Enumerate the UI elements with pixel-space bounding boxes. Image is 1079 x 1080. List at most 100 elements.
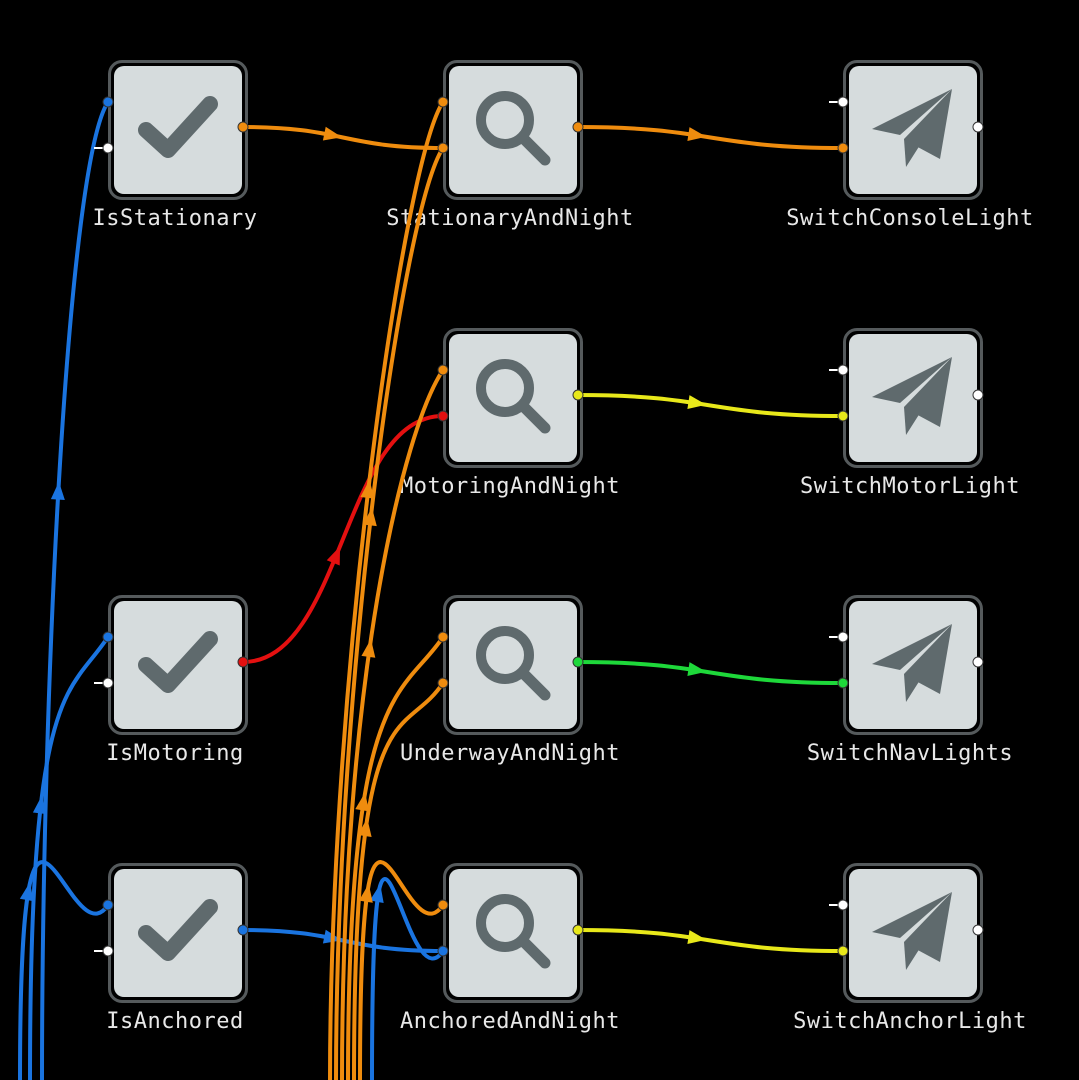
edge-external-2-to-ismotoring[interactable] bbox=[28, 635, 110, 1080]
output-port[interactable] bbox=[572, 389, 584, 401]
node-switchnavlights[interactable] bbox=[843, 595, 983, 735]
edge-external-4-to-anchoredandnight[interactable] bbox=[370, 877, 445, 1080]
edge-arrow-icon bbox=[32, 795, 47, 815]
edge-external-7-to-motoringandnight[interactable] bbox=[340, 368, 445, 1080]
input-port[interactable] bbox=[437, 364, 449, 376]
input-port[interactable] bbox=[837, 142, 849, 154]
edge-external-6-to-stationaryandnight[interactable] bbox=[334, 146, 445, 1080]
paper-plane-icon bbox=[868, 351, 958, 445]
output-port[interactable] bbox=[972, 389, 984, 401]
edge-arrow-icon bbox=[357, 818, 372, 837]
node-face bbox=[449, 66, 577, 194]
input-port[interactable] bbox=[837, 410, 849, 422]
node-face bbox=[114, 869, 242, 997]
edge-arrow-icon bbox=[362, 507, 377, 527]
output-port[interactable] bbox=[237, 656, 249, 668]
output-port[interactable] bbox=[972, 121, 984, 133]
input-port[interactable] bbox=[102, 142, 114, 154]
paper-plane-icon bbox=[868, 83, 958, 177]
input-port[interactable] bbox=[837, 631, 849, 643]
input-port[interactable] bbox=[437, 677, 449, 689]
input-port[interactable] bbox=[837, 364, 849, 376]
input-port[interactable] bbox=[837, 945, 849, 957]
checkmark-icon bbox=[138, 623, 218, 707]
input-port[interactable] bbox=[102, 945, 114, 957]
node-switchconsolelight[interactable] bbox=[843, 60, 983, 200]
edge-arrow-icon bbox=[687, 395, 707, 409]
edge-arrow-icon bbox=[687, 930, 707, 944]
edge-isstationary-to-stationaryandnight[interactable] bbox=[242, 125, 444, 150]
edge-arrow-icon bbox=[687, 662, 707, 676]
edge-arrow-icon bbox=[326, 546, 341, 566]
edge-external-5-to-stationaryandnight[interactable] bbox=[328, 100, 445, 1080]
node-face bbox=[449, 601, 577, 729]
checkmark-icon bbox=[138, 88, 218, 172]
checkmark-icon bbox=[138, 891, 218, 975]
node-isstationary[interactable] bbox=[108, 60, 248, 200]
output-port[interactable] bbox=[572, 656, 584, 668]
node-label: SwitchMotorLight bbox=[800, 474, 1020, 499]
output-port[interactable] bbox=[572, 924, 584, 936]
node-label: IsMotoring bbox=[106, 741, 244, 766]
node-label: SwitchNavLights bbox=[806, 741, 1014, 766]
output-port[interactable] bbox=[972, 924, 984, 936]
edge-motoringandnight-to-switchmotorlight[interactable] bbox=[577, 393, 844, 418]
edge-arrow-icon bbox=[358, 883, 373, 903]
input-port[interactable] bbox=[102, 631, 114, 643]
node-face bbox=[849, 869, 977, 997]
node-switchmotorlight[interactable] bbox=[843, 328, 983, 468]
edge-external-1-to-isstationary[interactable] bbox=[40, 100, 110, 1080]
node-face bbox=[114, 601, 242, 729]
edge-arrow-icon bbox=[360, 479, 375, 499]
input-port[interactable] bbox=[837, 96, 849, 108]
input-port[interactable] bbox=[437, 410, 449, 422]
node-label: MotoringAndNight bbox=[400, 474, 620, 499]
node-label: SwitchConsoleLight bbox=[786, 206, 1034, 231]
input-port[interactable] bbox=[102, 899, 114, 911]
output-port[interactable] bbox=[572, 121, 584, 133]
input-port[interactable] bbox=[437, 631, 449, 643]
search-icon bbox=[471, 889, 555, 977]
node-label: AnchoredAndNight bbox=[400, 1009, 620, 1034]
node-underwayandnight[interactable] bbox=[443, 595, 583, 735]
search-icon bbox=[471, 354, 555, 442]
edge-arrow-icon bbox=[355, 792, 370, 812]
input-port[interactable] bbox=[837, 677, 849, 689]
node-stationaryandnight[interactable] bbox=[443, 60, 583, 200]
input-port[interactable] bbox=[437, 945, 449, 957]
input-port[interactable] bbox=[437, 899, 449, 911]
edge-ismotoring-to-motoringandnight[interactable] bbox=[242, 414, 444, 664]
search-icon bbox=[471, 86, 555, 174]
node-label: UnderwayAndNight bbox=[400, 741, 620, 766]
edge-stationaryandnight-to-switchconsolelight[interactable] bbox=[577, 125, 844, 150]
edge-arrow-icon bbox=[322, 126, 342, 141]
node-label: StationaryAndNight bbox=[386, 206, 634, 231]
edge-arrow-icon bbox=[361, 638, 376, 658]
node-anchoredandnight[interactable] bbox=[443, 863, 583, 1003]
edge-external-3-to-isanchored[interactable] bbox=[18, 860, 110, 1080]
input-port[interactable] bbox=[437, 142, 449, 154]
node-face bbox=[849, 66, 977, 194]
search-icon bbox=[471, 621, 555, 709]
output-port[interactable] bbox=[237, 121, 249, 133]
paper-plane-icon bbox=[868, 618, 958, 712]
edge-external-9-to-underwayandnight[interactable] bbox=[352, 681, 445, 1080]
node-face bbox=[849, 601, 977, 729]
node-face bbox=[449, 334, 577, 462]
node-label: SwitchAnchorLight bbox=[793, 1009, 1027, 1034]
node-label: IsStationary bbox=[92, 206, 258, 231]
edge-arrow-icon bbox=[50, 481, 65, 500]
input-port[interactable] bbox=[102, 677, 114, 689]
node-ismotoring[interactable] bbox=[108, 595, 248, 735]
output-port[interactable] bbox=[237, 924, 249, 936]
edge-external-8-to-underwayandnight[interactable] bbox=[346, 635, 445, 1080]
input-port[interactable] bbox=[102, 96, 114, 108]
node-label: IsAnchored bbox=[106, 1009, 244, 1034]
input-port[interactable] bbox=[437, 96, 449, 108]
edge-underwayandnight-to-switchnavlights[interactable] bbox=[577, 660, 844, 685]
output-port[interactable] bbox=[972, 656, 984, 668]
edge-external-10-to-anchoredandnight[interactable] bbox=[358, 860, 445, 1080]
input-port[interactable] bbox=[837, 899, 849, 911]
edge-anchoredandnight-to-switchanchorlight[interactable] bbox=[577, 928, 844, 953]
